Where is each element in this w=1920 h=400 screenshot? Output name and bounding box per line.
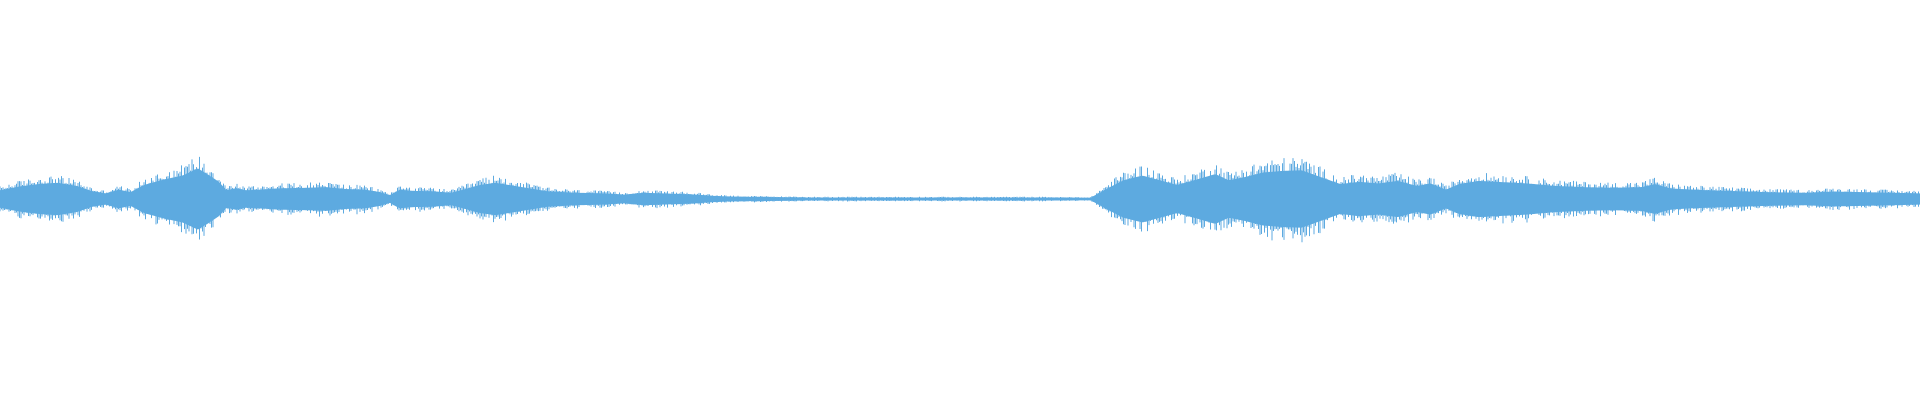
waveform-bars — [0, 156, 1920, 243]
